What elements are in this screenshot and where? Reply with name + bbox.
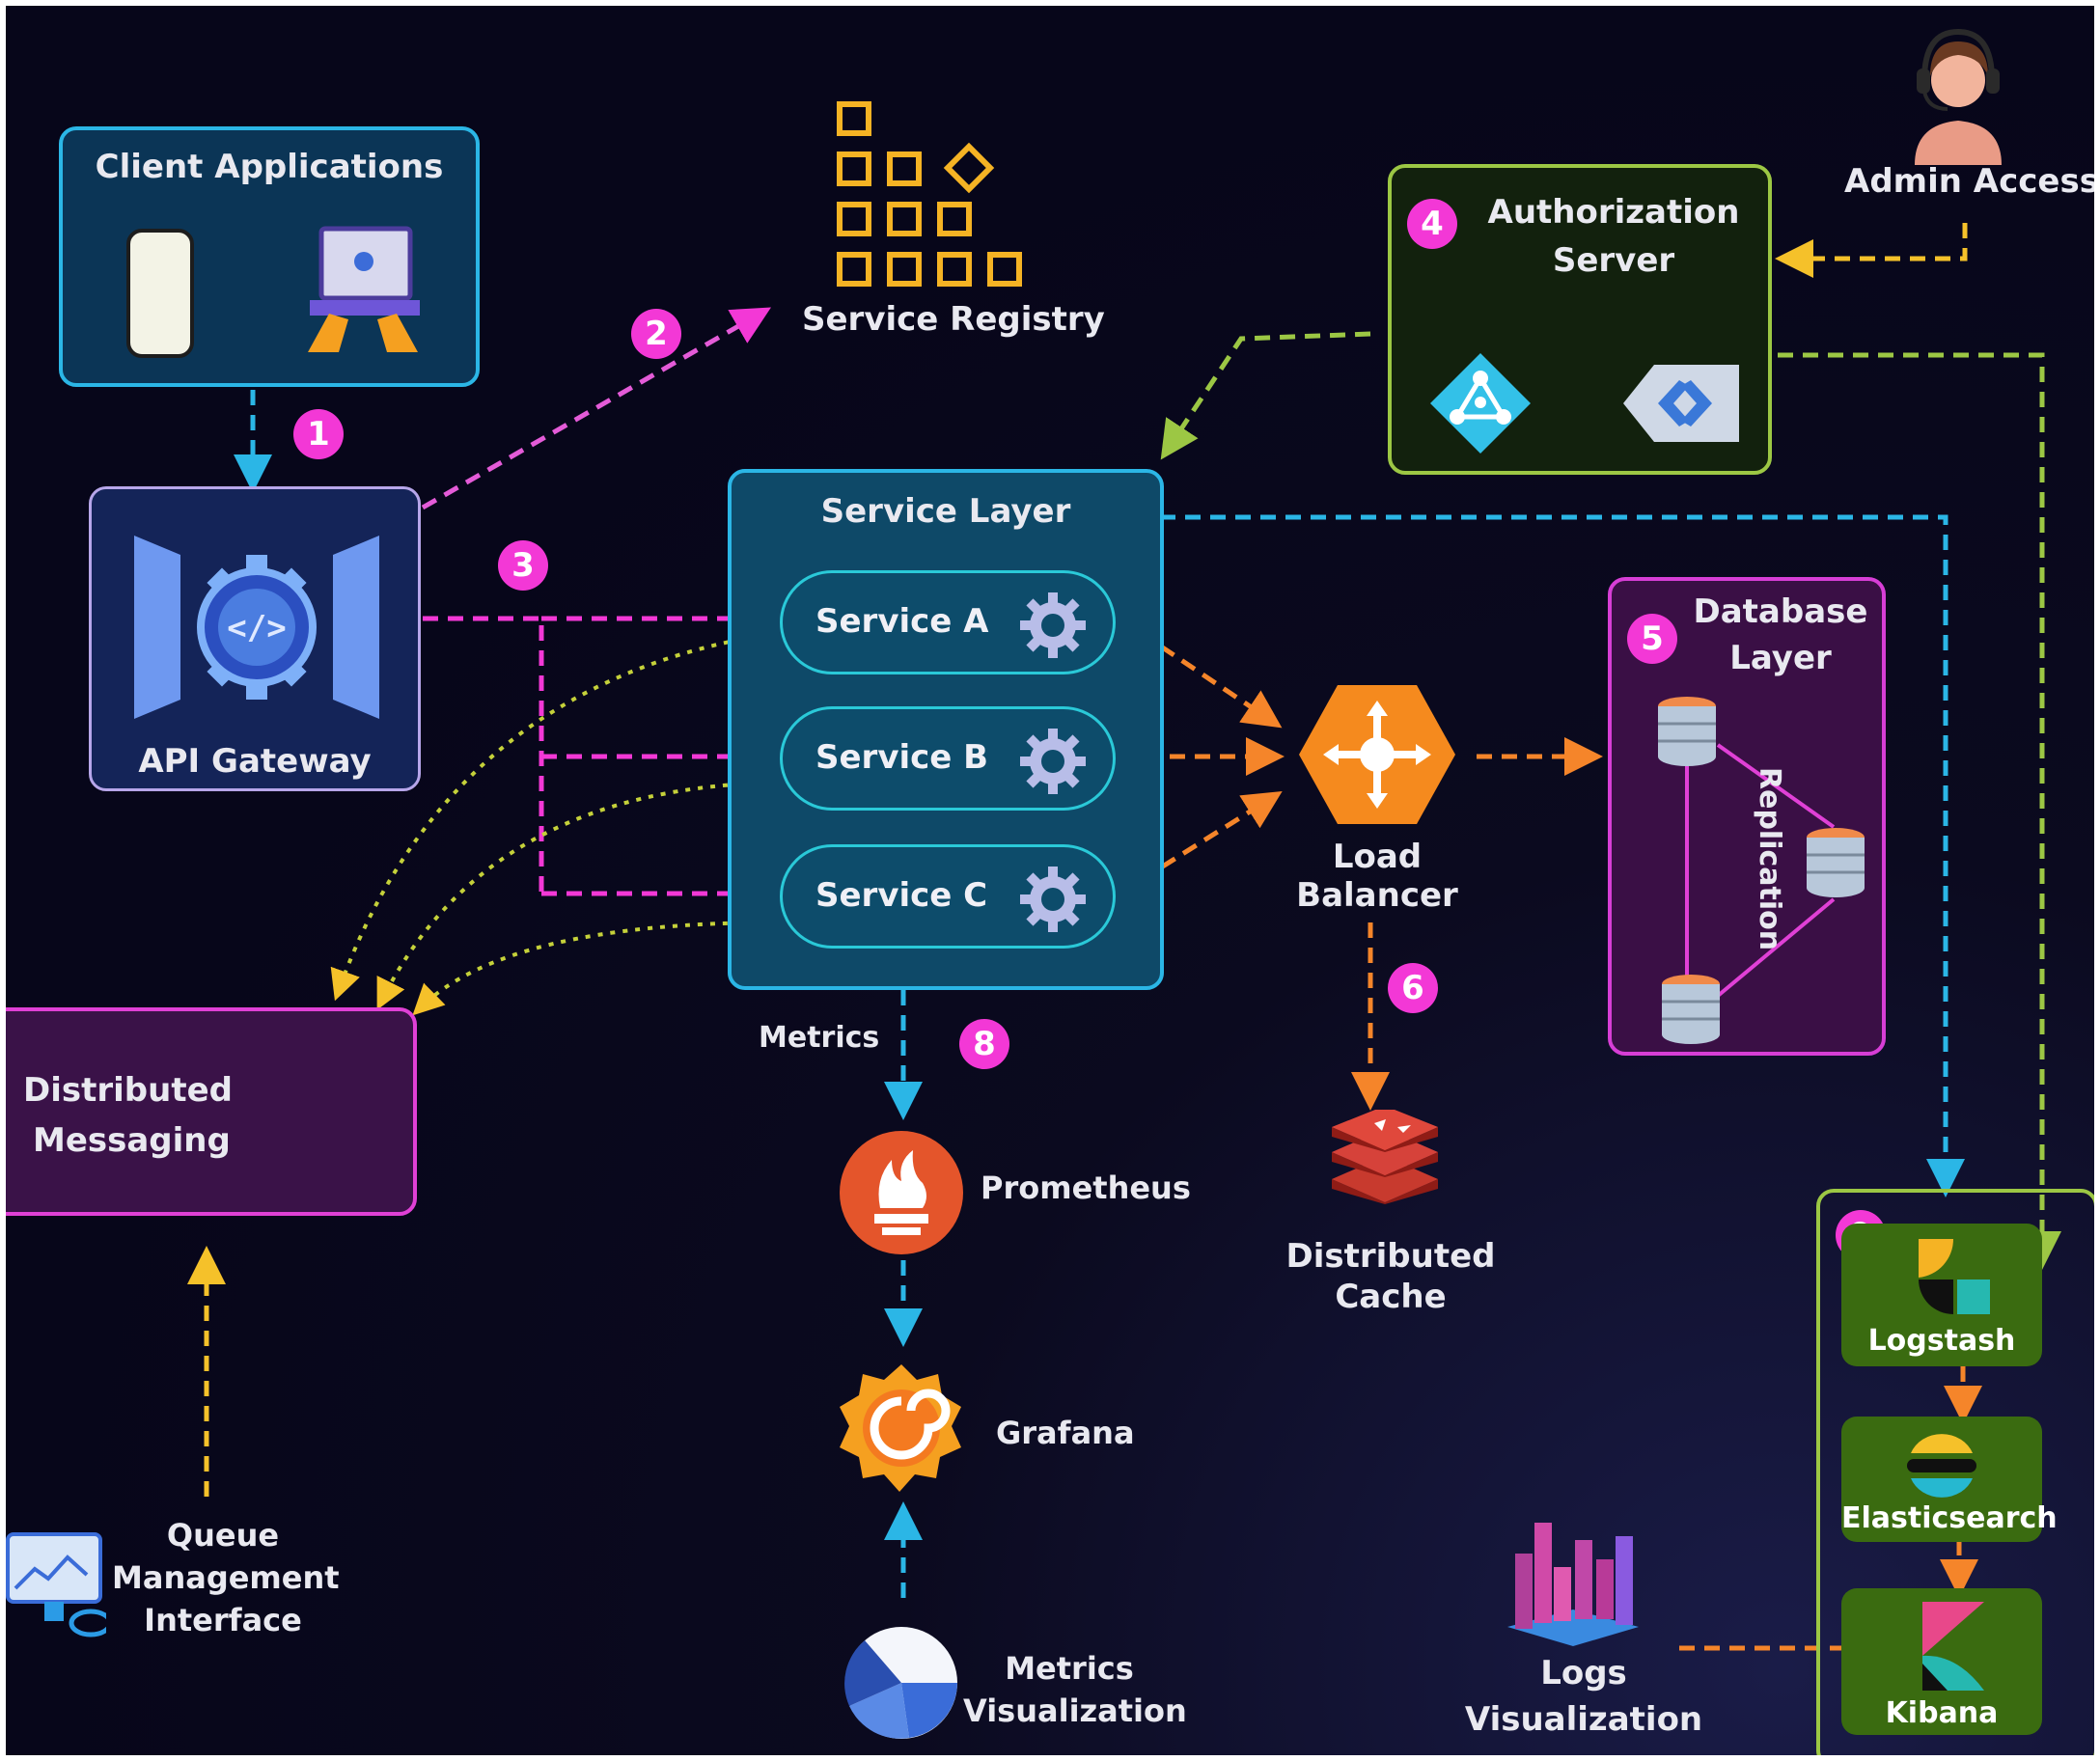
step-4-badge: 4 bbox=[1407, 199, 1457, 249]
database-layer-box: 5 Database Layer Replication bbox=[1608, 577, 1886, 1056]
admin-access-label: Admin Access bbox=[1844, 162, 2094, 201]
metrics-visualization-label-line2: Visualization bbox=[963, 1692, 1187, 1729]
prometheus-icon bbox=[840, 1131, 963, 1254]
service-a-label: Service A bbox=[815, 602, 989, 641]
grafana-label: Grafana bbox=[996, 1415, 1135, 1451]
authorization-server-box: 4 Authorization Server bbox=[1388, 164, 1772, 475]
service-b: Service B bbox=[780, 706, 1116, 811]
elasticsearch-node: Elasticsearch bbox=[1841, 1417, 2058, 1542]
api-gateway-icon: </> bbox=[134, 536, 379, 719]
distributed-cache-label-line1: Distributed bbox=[1285, 1237, 1496, 1276]
distributed-messaging-label-line1: Distributed bbox=[23, 1071, 233, 1110]
svg-text:</>: </> bbox=[227, 609, 286, 647]
authorization-server-label-line2: Server bbox=[1552, 241, 1675, 280]
logstash-label: Logstash bbox=[1867, 1324, 2016, 1358]
distributed-cache-label-line2: Cache bbox=[1335, 1278, 1447, 1316]
queue-management-label-line1: Queue bbox=[166, 1517, 280, 1554]
client-applications-box: Client Applications bbox=[59, 126, 480, 387]
api-icon bbox=[1623, 365, 1739, 442]
architecture-diagram: Client Applications Service Registry A bbox=[6, 6, 2094, 1755]
edge-auth-to-logstash bbox=[1778, 352, 2061, 1270]
step-8-badge: 8 bbox=[959, 1019, 1009, 1069]
service-layer-label: Service Layer bbox=[820, 492, 1071, 531]
database-icon bbox=[1807, 828, 1865, 897]
step-1-badge: 1 bbox=[293, 409, 344, 459]
gear-icon bbox=[1020, 592, 1086, 658]
load-balancer-icon bbox=[1299, 685, 1455, 824]
laptop-icon bbox=[308, 226, 420, 352]
edge-auth-to-service-layer bbox=[1160, 331, 1371, 460]
service-c-label: Service C bbox=[815, 876, 988, 915]
database-layer-label-line1: Database bbox=[1693, 592, 1868, 631]
service-registry-label: Service Registry bbox=[802, 300, 1105, 339]
logstash-icon bbox=[1919, 1239, 1990, 1314]
step-3-badge: 3 bbox=[498, 540, 548, 591]
distributed-messaging-label-line2: Messaging bbox=[33, 1121, 231, 1160]
metrics-label: Metrics bbox=[759, 1021, 880, 1055]
load-balancer-label-line1: Load bbox=[1332, 838, 1423, 876]
logs-visualization-label-line1: Logs bbox=[1540, 1654, 1627, 1692]
smartphone-icon bbox=[126, 229, 194, 358]
queue-management-label-line2: Management bbox=[112, 1559, 340, 1596]
replication-label: Replication bbox=[1753, 767, 1786, 951]
logs-visualization-label-line2: Visualization bbox=[1464, 1700, 1703, 1739]
distributed-messaging-box: Distributed Messaging bbox=[6, 1007, 417, 1216]
step-5-badge: 5 bbox=[1627, 614, 1677, 664]
replication-links bbox=[1685, 743, 1836, 998]
edge-gateway-to-services bbox=[423, 616, 544, 894]
edge-service-c-to-messaging bbox=[412, 921, 779, 1016]
service-registry-icon bbox=[837, 101, 1022, 287]
dashboard-icon bbox=[6, 1532, 106, 1637]
redis-icon bbox=[1332, 1110, 1438, 1204]
authorization-server-label-line1: Authorization bbox=[1487, 193, 1740, 232]
kibana-label: Kibana bbox=[1885, 1696, 1999, 1730]
edge-service-a-to-messaging bbox=[330, 631, 779, 1002]
service-b-label: Service B bbox=[815, 738, 989, 777]
step-2-badge: 2 bbox=[631, 309, 681, 359]
database-icon bbox=[1658, 697, 1716, 766]
logstash-node: Logstash bbox=[1841, 1224, 2042, 1366]
headset-user-icon bbox=[1915, 28, 2002, 165]
database-layer-label-line2: Layer bbox=[1729, 639, 1832, 677]
queue-management-label-line3: Interface bbox=[144, 1602, 302, 1638]
grafana-icon bbox=[840, 1364, 961, 1492]
service-a: Service A bbox=[780, 570, 1116, 674]
service-c: Service C bbox=[780, 844, 1116, 949]
gear-icon bbox=[1020, 729, 1086, 794]
client-applications-label: Client Applications bbox=[95, 148, 444, 186]
elasticsearch-icon bbox=[1907, 1434, 1976, 1498]
gear-icon bbox=[1020, 867, 1086, 932]
api-gateway-box: </> API Gateway bbox=[89, 486, 421, 791]
edge-admin-to-auth bbox=[1775, 223, 1968, 278]
azure-ad-icon bbox=[1430, 353, 1531, 454]
pie-chart-icon bbox=[844, 1627, 957, 1739]
api-gateway-label: API Gateway bbox=[138, 742, 372, 781]
step-6-badge: 6 bbox=[1388, 963, 1438, 1013]
metrics-visualization-label-line1: Metrics bbox=[1005, 1650, 1134, 1687]
kibana-icon bbox=[1922, 1602, 1984, 1691]
elasticsearch-label: Elasticsearch bbox=[1841, 1501, 2058, 1535]
kibana-node: Kibana bbox=[1841, 1588, 2042, 1735]
load-balancer-label-line2: Balancer bbox=[1296, 876, 1458, 915]
database-icon bbox=[1662, 975, 1720, 1044]
edge-service-b-to-messaging bbox=[376, 781, 779, 1010]
edge-gateway-to-registry bbox=[421, 307, 772, 510]
prometheus-label: Prometheus bbox=[981, 1169, 1191, 1206]
bar-chart-icon bbox=[1507, 1523, 1639, 1646]
edge-service-layer-to-elk bbox=[1160, 514, 1965, 1197]
